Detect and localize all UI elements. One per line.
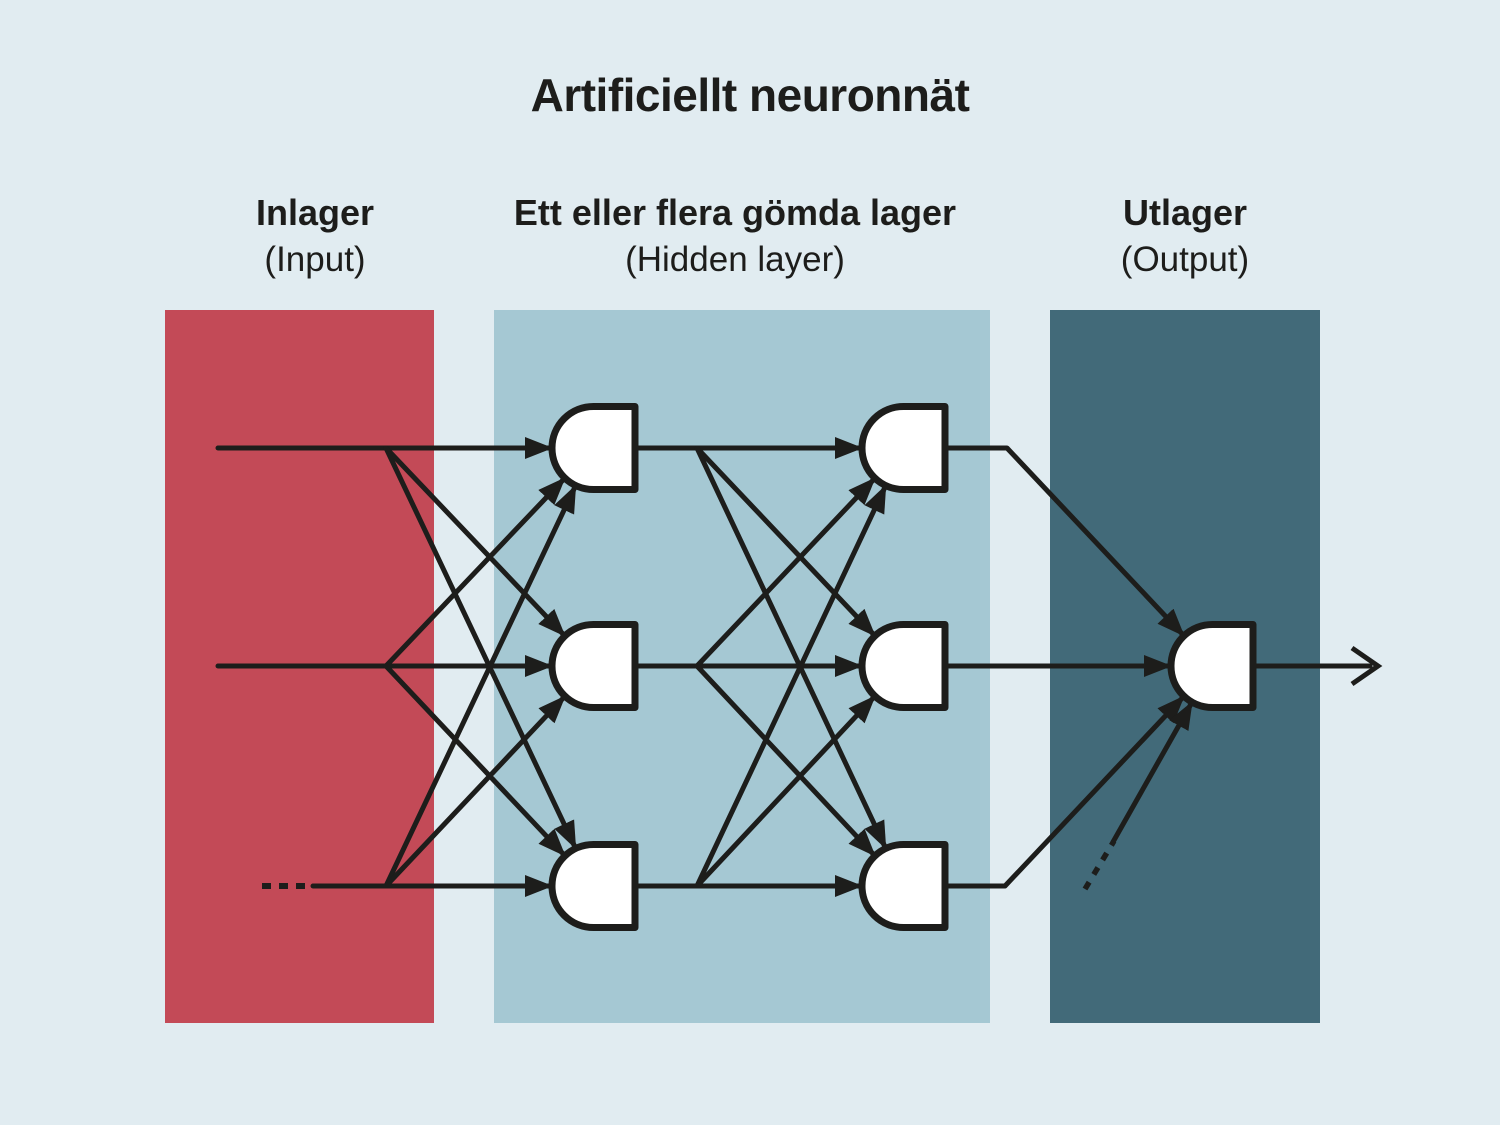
connection-line <box>1110 699 1195 845</box>
neuron-node-hidden1-middle <box>548 621 639 711</box>
output-connections <box>942 445 1195 891</box>
connection-line <box>694 445 889 851</box>
hidden-layer-label-main: Ett eller flera gömda lager <box>513 192 957 233</box>
input-layer-label: Inlager (Input) <box>165 189 465 283</box>
neuron-node-hidden2-middle <box>858 621 949 711</box>
input-layer-label-main: Inlager <box>255 192 375 233</box>
neuron-node-hidden2-top <box>858 403 949 493</box>
hidden-layer-label: Ett eller flera gömda lager (Hidden laye… <box>480 189 990 283</box>
connection-line <box>383 693 568 889</box>
connection-line <box>383 475 568 669</box>
connection-line <box>694 483 889 889</box>
connection-line <box>694 693 878 889</box>
connection-line <box>694 475 878 669</box>
connection-line <box>942 693 1187 889</box>
output-layer-label-main: Utlager <box>1122 192 1248 233</box>
hidden-layer-label-sub: (Hidden layer) <box>625 240 845 279</box>
connection-line <box>942 445 1187 639</box>
output-layer-label-sub: (Output) <box>1120 240 1250 279</box>
connection-line <box>694 445 878 639</box>
input-connections <box>215 437 579 897</box>
connection-line <box>383 445 579 851</box>
connection-line <box>383 663 568 859</box>
diagram-title: Artificiellt neuronnät <box>530 69 970 121</box>
connection-line <box>694 663 878 859</box>
connection-line <box>383 445 568 639</box>
input-layer-label-sub: (Input) <box>264 240 366 279</box>
output-layer-label: Utlager (Output) <box>1035 189 1335 283</box>
connection-line <box>383 483 579 889</box>
neuron-node-hidden1-bottom <box>548 841 639 931</box>
output-arrowhead-icon <box>1350 645 1383 687</box>
neuron-node-hidden2-bottom <box>858 841 949 931</box>
neuron-node-hidden1-top <box>548 403 639 493</box>
neuron-node-output <box>1167 621 1257 711</box>
output-result-arrow <box>1250 645 1383 687</box>
hidden-connections <box>632 437 889 897</box>
